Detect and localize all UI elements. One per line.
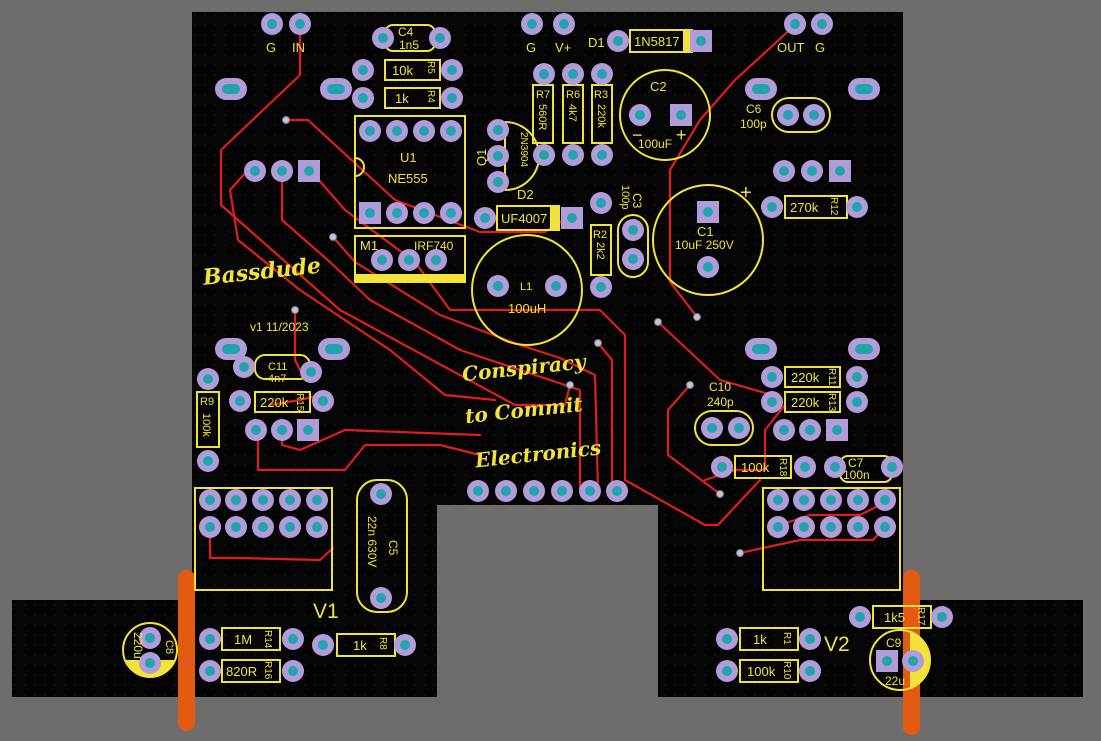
- r16-value: 820R: [226, 664, 257, 679]
- r11-value: 220k: [791, 370, 820, 385]
- c6-label: C6: [746, 102, 762, 116]
- r7-label: R7: [536, 89, 550, 101]
- r18-label: R18: [777, 458, 788, 477]
- input-label: IN: [292, 40, 305, 55]
- version-text: v1 11/2023: [250, 320, 309, 334]
- v2-label: V2: [824, 633, 850, 656]
- c1-value: 10uF 250V: [675, 238, 734, 252]
- r7-value: 560R: [536, 104, 548, 130]
- polarity-marks: − + +: [632, 125, 752, 204]
- u1-label: U1: [400, 150, 417, 165]
- c3-value: 100p: [619, 185, 631, 209]
- r13-value: 220k: [791, 395, 820, 410]
- c10-value: 240p: [707, 395, 734, 409]
- d2-value: UF4007: [501, 211, 547, 226]
- c4-value: 1n5: [399, 38, 419, 52]
- r11-label: R11: [826, 368, 837, 386]
- c5-label: C5: [386, 540, 400, 556]
- r9-value: 100k: [200, 413, 212, 437]
- c5-value: 22n 630V: [365, 516, 379, 567]
- r6-value: 4k7: [566, 104, 578, 122]
- r5-value: 10k: [392, 63, 413, 78]
- r14-label: R14: [262, 630, 273, 649]
- c2-value: 100uF: [638, 137, 672, 151]
- d1-value: 1N5817: [634, 34, 680, 49]
- r13-label: R13: [826, 393, 837, 412]
- r17-label: R17: [915, 607, 926, 626]
- c2-label: C2: [650, 79, 667, 94]
- r4-label: R4: [425, 90, 436, 103]
- c4-label: C4: [398, 25, 414, 39]
- r8-label: R8: [377, 637, 388, 650]
- r18-value: 100k: [741, 460, 770, 475]
- q1-label: Q1: [474, 149, 489, 166]
- c3-label: C3: [630, 193, 644, 209]
- r2-value: 2k2: [594, 242, 606, 260]
- r6-label: R6: [566, 89, 580, 101]
- r16-label: R16: [262, 661, 273, 680]
- r12-label: R12: [828, 197, 839, 216]
- l1-value: 100uH: [508, 301, 546, 316]
- r3-value: 220k: [595, 104, 607, 128]
- c2-minus-mark: −: [632, 125, 643, 145]
- c7-label: C7: [848, 456, 864, 470]
- l1-label: L1: [520, 281, 532, 293]
- c10-label: C10: [709, 380, 731, 394]
- c9-value: 22u: [885, 674, 905, 688]
- c11-label: C11: [268, 361, 287, 373]
- m1-value: IRF740: [414, 239, 454, 253]
- c9-label: C9: [886, 636, 902, 650]
- u1-value: NE555: [388, 171, 428, 186]
- c2-plus-mark: +: [676, 125, 687, 145]
- r14-value: 1M: [234, 632, 252, 647]
- d1-label: D1: [588, 35, 605, 50]
- c7-value: 100n: [843, 468, 870, 482]
- r2-label: R2: [593, 229, 607, 241]
- vplus-label: V+: [555, 40, 571, 55]
- v1-label: V1: [313, 600, 339, 623]
- c8-label: C8: [163, 640, 175, 654]
- vias: [282, 116, 744, 557]
- r1-label: R1: [781, 632, 792, 645]
- r9-label: R9: [200, 396, 214, 408]
- r10-value: 100k: [747, 664, 776, 679]
- r4-value: 1k: [395, 91, 409, 106]
- power-ground-label: G: [526, 40, 536, 55]
- r12-value: 270k: [790, 200, 819, 215]
- c8-value: 220u: [131, 632, 145, 659]
- silkscreen-values: 1n5 10k 1k NE555 2N3904 IRF740 1N5817 UF…: [131, 34, 905, 688]
- c1-label: C1: [697, 224, 714, 239]
- connector-ground-label: G: [266, 40, 276, 55]
- r10-label: R10: [781, 661, 792, 680]
- r3-label: R3: [594, 89, 608, 101]
- m1-label: M1: [360, 238, 378, 253]
- c6-value: 100p: [740, 117, 767, 131]
- r17-value: 1k5: [884, 610, 905, 625]
- output-label: OUT: [777, 40, 805, 55]
- r8-value: 1k: [353, 638, 367, 653]
- c11-value: 4n7: [268, 373, 286, 385]
- silkscreen-labels: G IN G V+ OUT G D1 D2 Q1 M1 U1 C1 C2 C3 …: [163, 25, 926, 680]
- d2-label: D2: [517, 187, 534, 202]
- component-pads: [139, 13, 953, 682]
- r15-label: R15: [294, 393, 305, 412]
- output-ground-label: G: [815, 40, 825, 55]
- r15-value: 220k: [260, 395, 289, 410]
- q1-value: 2N3904: [518, 132, 529, 167]
- r5-label: R5: [425, 61, 436, 74]
- c1-plus-mark: +: [740, 182, 752, 204]
- r1-value: 1k: [753, 632, 767, 647]
